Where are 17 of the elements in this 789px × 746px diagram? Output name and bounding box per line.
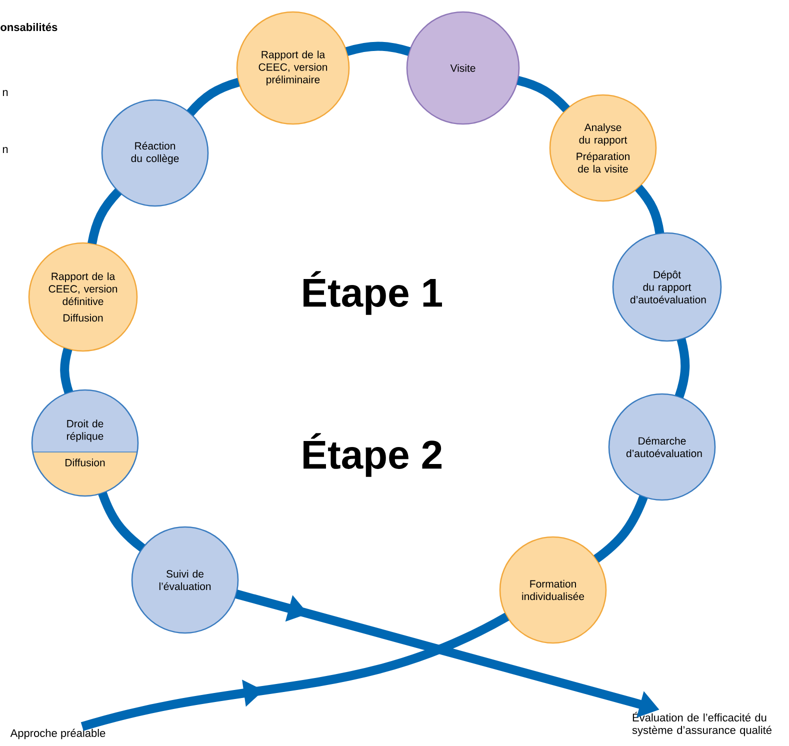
ring-segment [88, 188, 122, 244]
ring-segment [516, 76, 570, 112]
text-fragment: n [2, 147, 8, 153]
outcome-label: Évaluation de l’efficacité du système d’assurance qualité [632, 712, 772, 736]
text-fragment: onsabilités [0, 22, 58, 32]
ring-segment [594, 495, 648, 563]
start-label: Approche préalable [10, 728, 106, 740]
text-fragment: n [2, 90, 8, 96]
ring-segment [674, 338, 690, 398]
ring-segment [60, 348, 74, 394]
arrow [80, 612, 510, 731]
stage-title: Étape 1 [304, 271, 442, 315]
ring-segment [186, 78, 240, 116]
ring-segment [346, 42, 410, 56]
ring-segment [98, 492, 146, 552]
stage-title: Étape 2 [304, 433, 442, 477]
ring-segment [635, 184, 664, 234]
